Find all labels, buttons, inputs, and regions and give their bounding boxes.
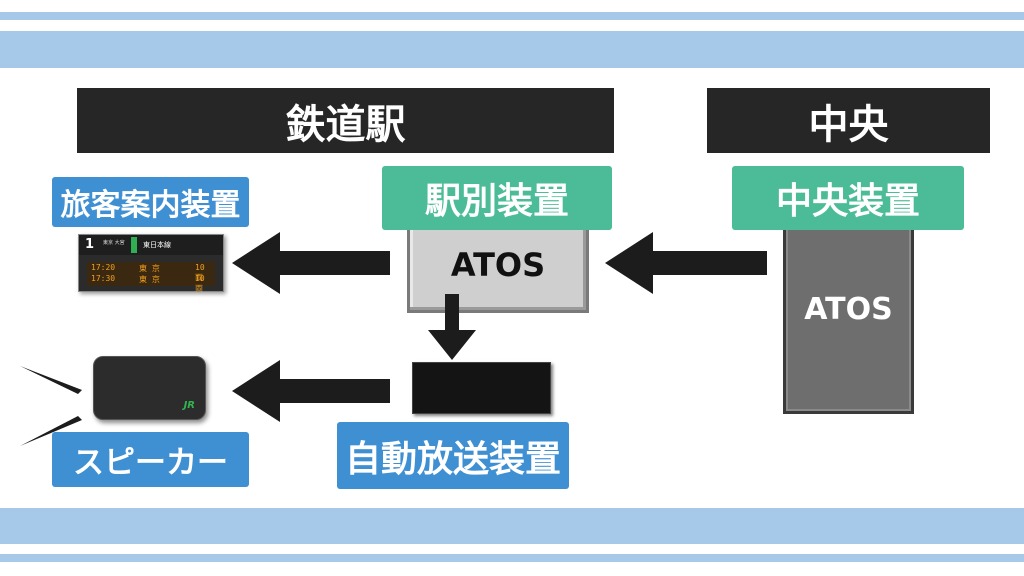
passenger-info-display: 1 東京 大宮 東日本線 17:20 東 京 10両 17:30 東 京 10両 [78, 234, 224, 293]
top-wide-stripe [0, 31, 1024, 68]
display-subtitle: 東京 大宮 [103, 240, 125, 246]
display-row: 17:30 東 京 10両 [91, 274, 211, 293]
display-row: 17:20 東 京 10両 [91, 263, 211, 282]
arrow-broadcast-to-speaker [232, 360, 390, 422]
display-line-name: 東日本線 [143, 241, 171, 249]
row-destination: 東 京 [139, 264, 160, 273]
passenger-info-tag: 旅客案内装置 [52, 177, 249, 227]
row-destination: 東 京 [139, 275, 160, 284]
arrow-station-to-broadcast [428, 294, 476, 360]
arrow-central-to-station [605, 232, 767, 294]
display-track-number: 1 [85, 237, 95, 252]
station-atos-label: ATOS [450, 246, 546, 284]
sound-line-lower [20, 416, 82, 446]
central-atos-box: ATOS [783, 204, 914, 414]
display-rows: 17:20 東 京 10両 17:30 東 京 10両 [87, 262, 215, 293]
sound-line-upper [20, 366, 82, 394]
display-header-bar [79, 235, 223, 255]
central-atos-label: ATOS [804, 291, 893, 327]
speaker-tag: スピーカー [52, 432, 249, 487]
sound-wave-lines [20, 366, 82, 446]
central-device-tag: 中央装置 [732, 166, 964, 230]
bottom-wide-stripe [0, 508, 1024, 544]
station-device-tag: 駅別装置 [382, 166, 612, 230]
bottom-thin-stripe [0, 554, 1024, 562]
top-thin-stripe [0, 12, 1024, 20]
speaker-logo: JR [183, 400, 195, 411]
line-color-bar [131, 237, 137, 253]
station-header: 鉄道駅 [77, 88, 614, 153]
central-header: 中央 [707, 88, 990, 153]
arrow-station-to-display [232, 232, 390, 294]
row-time: 17:20 [91, 263, 116, 272]
row-cars: 10両 [195, 274, 205, 293]
broadcast-device-box [412, 362, 551, 414]
row-cars: 10両 [195, 263, 205, 282]
auto-broadcast-tag: 自動放送装置 [337, 422, 569, 489]
speaker-device: JR [93, 356, 206, 420]
row-time: 17:30 [91, 274, 116, 283]
